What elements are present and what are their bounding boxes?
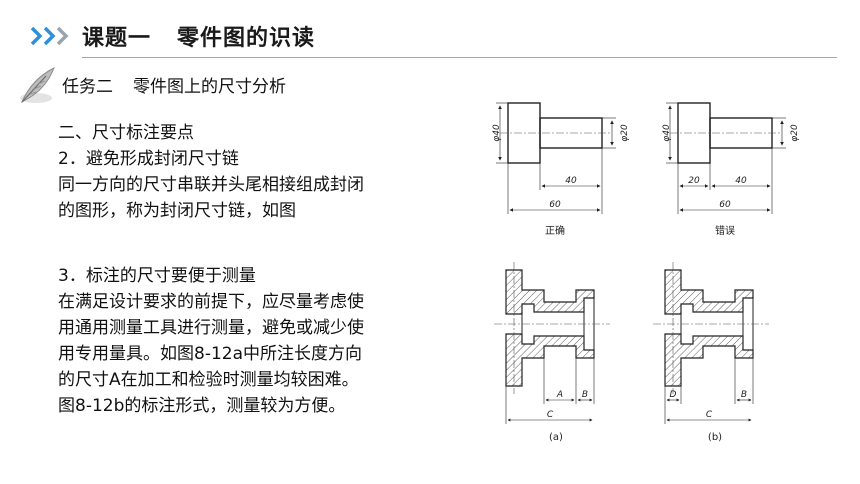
dim-len-total: 60 [719,200,731,210]
figure-correct: φ40 φ20 40 60 正确 [482,98,642,248]
section-easy-measure: 3．标注的尺寸要便于测量 在满足设计要求的前提下，应尽量考虑使 用通用测量工具进… [58,263,364,419]
body-line: 在满足设计要求的前提下，应尽量考虑使 [58,292,364,312]
body-line: 的尺寸A在加工和检验时测量均较困难。 [58,370,359,390]
body-line: 用通用测量工具进行测量，避免或减少使 [58,318,364,338]
figure-a: A B C (a) [494,262,624,452]
figure-caption: (a) [549,432,563,443]
body-line: 用专用量具。如图8-12a中所注长度方向 [58,344,362,364]
dim-b: B [582,390,588,400]
dim-len-short: 40 [735,176,747,186]
point-heading: 3．标注的尺寸要便于测量 [58,266,256,286]
figure-caption: 正确 [545,224,565,237]
figure-wrong: φ40 φ20 20 40 60 错误 [652,98,812,248]
figure-b: D B C (b) [653,262,783,452]
dim-d-large: φ40 [662,124,672,142]
dim-c: C [706,410,713,420]
body-line: 的图形，称为封闭尺寸链，如图 [58,201,296,221]
dim-d-small: φ20 [620,124,630,142]
dim-len-short: 40 [565,176,577,186]
figure-caption: 错误 [715,224,735,237]
task-name: 零件图上的尺寸分析 [133,77,286,97]
dim-len-left: 20 [688,176,700,186]
title-main: 课题一 [82,26,152,51]
figure-caption: (b) [708,432,722,443]
body-line: 同一方向的尺寸串联并头尾相接组成封闭 [58,175,364,195]
page-title: 课题一零件图的识读 [82,20,315,52]
dim-d-large: φ40 [492,124,502,142]
dim-b: B [741,390,747,400]
task-subtitle: 任务二零件图上的尺寸分析 [62,72,286,97]
body-line: 图8-12b的标注形式，测量较为方便。 [58,396,346,416]
section-heading: 二、尺寸标注要点 [58,123,194,143]
dim-a: A [556,390,563,400]
header-chevrons-icon [30,26,69,46]
section-closed-chain: 二、尺寸标注要点 2．避免形成封闭尺寸链 同一方向的尺寸串联并头尾相接组成封闭 … [58,120,364,224]
dim-d: D [670,390,677,400]
task-number: 任务二 [62,77,113,97]
header-divider [82,57,837,58]
point-heading: 2．避免形成封闭尺寸链 [58,149,239,169]
title-sub: 零件图的识读 [177,26,316,51]
dim-len-total: 60 [549,200,561,210]
dim-c: C [547,410,554,420]
dim-d-small: φ20 [790,124,800,142]
feather-icon [20,66,55,104]
